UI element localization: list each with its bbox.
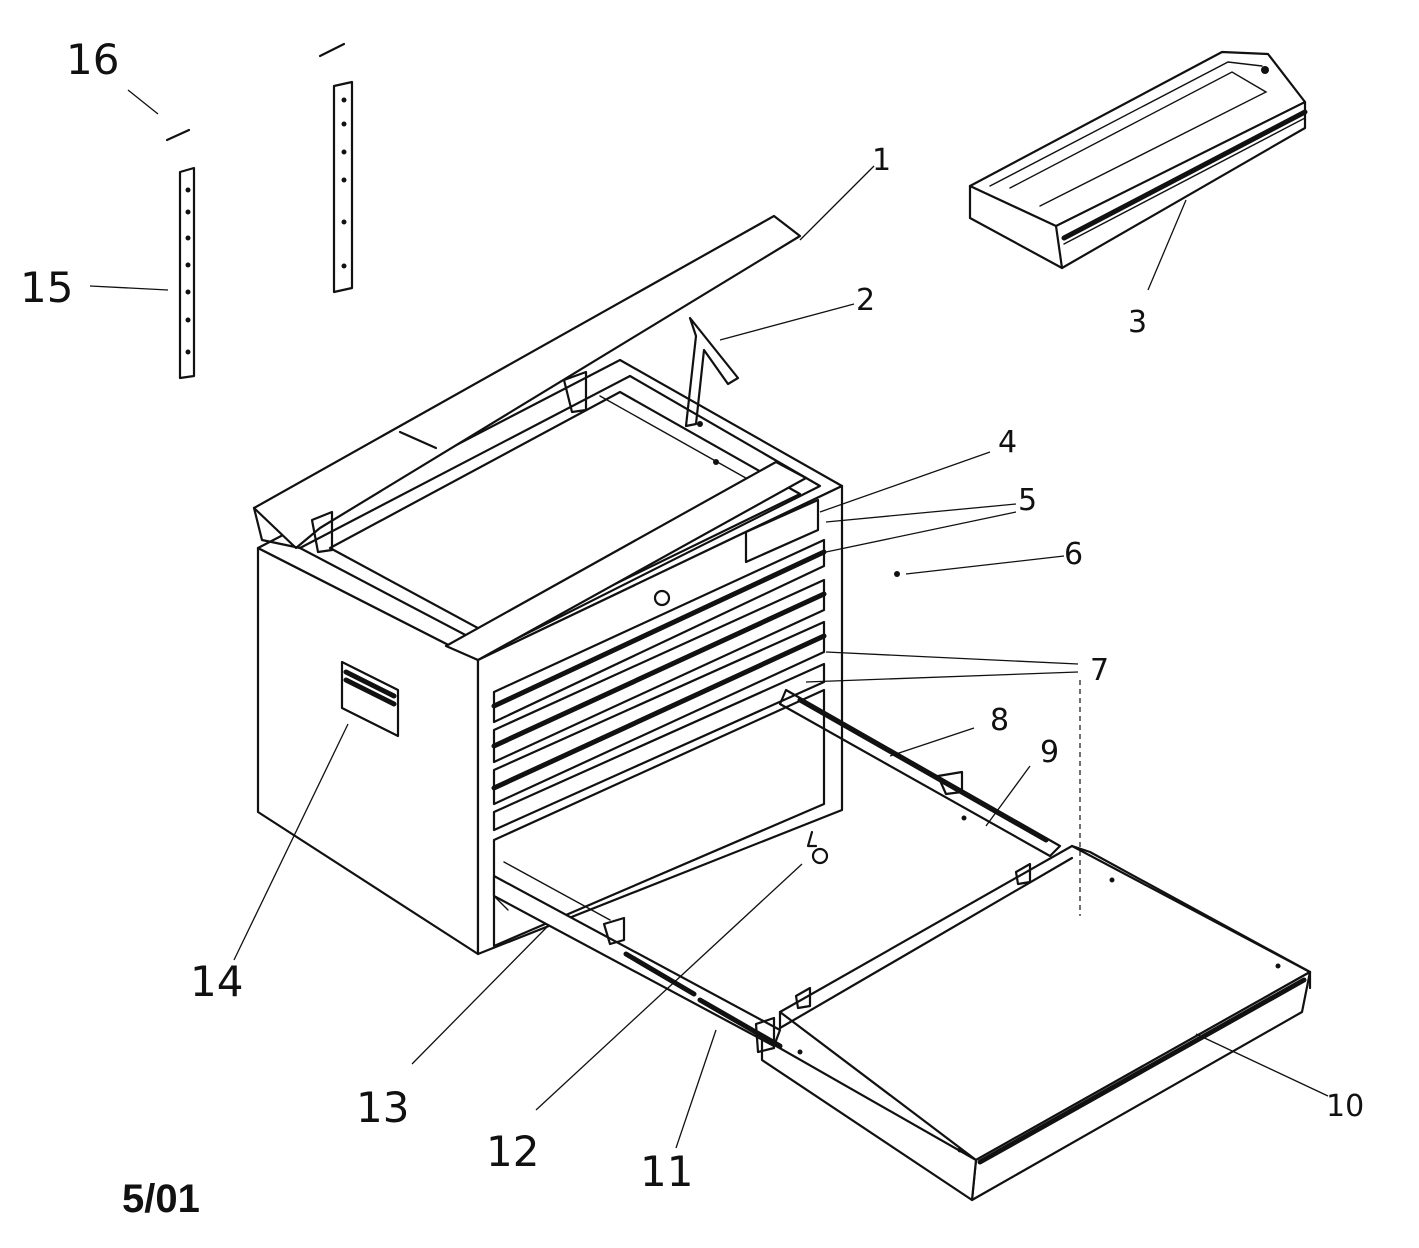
callout-9: 9 xyxy=(1040,735,1059,770)
callout-15: 15 xyxy=(20,263,73,312)
leader-lines xyxy=(89,89,1329,1149)
callout-1: 1 xyxy=(872,143,891,178)
callout-10: 10 xyxy=(1326,1089,1364,1124)
callout-12: 12 xyxy=(486,1127,539,1176)
tool-chest-body xyxy=(252,214,1062,956)
bottom-drawer-open xyxy=(492,844,1312,1202)
callout-4: 4 xyxy=(998,425,1017,460)
callout-labels: 1 2 3 4 5 6 7 8 9 10 11 12 13 14 15 16 xyxy=(20,35,1364,1196)
callout-14: 14 xyxy=(190,957,243,1006)
callout-11: 11 xyxy=(640,1147,693,1196)
callout-16: 16 xyxy=(66,35,119,84)
callout-2: 2 xyxy=(856,283,875,318)
callout-7: 7 xyxy=(1090,653,1109,688)
callout-6: 6 xyxy=(1064,537,1083,572)
part-12-knob xyxy=(806,830,829,865)
callout-8: 8 xyxy=(990,703,1009,738)
part-15-side-strip xyxy=(178,80,354,380)
part-16-end-cap xyxy=(165,42,346,142)
callout-3: 3 xyxy=(1128,305,1147,340)
part-3-top-tray xyxy=(968,50,1308,270)
revision-date: 5/01 xyxy=(122,1177,200,1221)
callout-13: 13 xyxy=(356,1083,409,1132)
callout-5: 5 xyxy=(1018,483,1037,518)
